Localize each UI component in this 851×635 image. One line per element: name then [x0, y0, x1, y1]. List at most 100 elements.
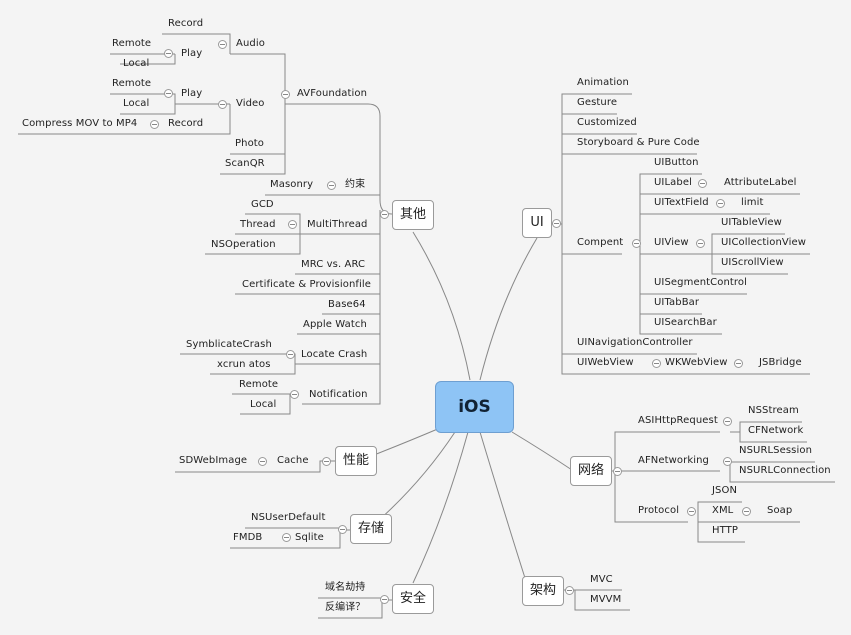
node-ui[interactable]: UI — [522, 208, 552, 238]
topic-mrc-arc[interactable]: MRC vs. ARC — [301, 259, 366, 270]
topic-certificate[interactable]: Certificate & Provisionfile — [242, 279, 372, 290]
collapse-icon[interactable] — [258, 457, 267, 466]
root-node[interactable]: iOS — [435, 381, 514, 433]
topic-cfnetwork[interactable]: CFNetwork — [748, 425, 804, 436]
collapse-icon[interactable] — [164, 89, 173, 98]
topic-play[interactable]: Play — [181, 88, 203, 99]
collapse-icon[interactable] — [687, 507, 696, 516]
topic-remote[interactable]: Remote — [239, 379, 279, 390]
topic-symbolicate-crash[interactable]: SymblicateCrash — [186, 339, 272, 350]
topic-json[interactable]: JSON — [712, 485, 738, 496]
collapse-icon[interactable] — [723, 417, 732, 426]
topic-soap[interactable]: Soap — [767, 505, 793, 516]
topic-cache[interactable]: Cache — [277, 455, 309, 466]
collapse-icon[interactable] — [218, 100, 227, 109]
topic-photo[interactable]: Photo — [235, 138, 265, 149]
collapse-icon[interactable] — [742, 507, 751, 516]
topic-limit[interactable]: limit — [741, 197, 764, 208]
collapse-icon[interactable] — [652, 359, 661, 368]
topic-jsbridge[interactable]: JSBridge — [759, 357, 802, 368]
topic-local[interactable]: Local — [123, 98, 150, 109]
topic-audio[interactable]: Audio — [236, 38, 265, 49]
topic-uisegmentcontrol[interactable]: UISegmentControl — [654, 277, 748, 288]
topic-afnetworking[interactable]: AFNetworking — [638, 455, 710, 466]
topic-uilabel[interactable]: UILabel — [654, 177, 692, 188]
node-other[interactable]: 其他 — [392, 200, 434, 230]
topic-remote[interactable]: Remote — [112, 38, 152, 49]
topic-thread[interactable]: Thread — [240, 219, 276, 230]
topic-fmdb[interactable]: FMDB — [233, 532, 263, 543]
collapse-icon[interactable] — [338, 525, 347, 534]
node-arch[interactable]: 架构 — [522, 576, 564, 606]
collapse-icon[interactable] — [696, 239, 705, 248]
topic-uiscrollview[interactable]: UIScrollView — [721, 257, 784, 268]
collapse-icon[interactable] — [281, 90, 290, 99]
topic-base64[interactable]: Base64 — [328, 299, 366, 310]
collapse-icon[interactable] — [322, 457, 331, 466]
topic-multithread[interactable]: MultiThread — [307, 219, 368, 230]
topic-nsurlsession[interactable]: NSURLSession — [739, 445, 813, 456]
topic-avfoundation[interactable]: AVFoundation — [297, 88, 368, 99]
collapse-icon[interactable] — [632, 239, 641, 248]
topic-record[interactable]: Record — [168, 18, 204, 29]
topic-remote[interactable]: Remote — [112, 78, 152, 89]
topic-uitabbar[interactable]: UITabBar — [654, 297, 700, 308]
topic-compent[interactable]: Compent — [577, 237, 624, 248]
node-security[interactable]: 安全 — [392, 584, 434, 614]
topic-uiwebview[interactable]: UIWebView — [577, 357, 634, 368]
topic-gcd[interactable]: GCD — [251, 199, 274, 210]
topic-compress[interactable]: Compress MOV to MP4 — [22, 118, 138, 129]
topic-uibutton[interactable]: UIButton — [654, 157, 699, 168]
topic-dns-hijack[interactable]: 域名劫持 — [325, 582, 366, 593]
topic-decompile[interactable]: 反编译？ — [325, 602, 366, 613]
collapse-icon[interactable] — [290, 390, 299, 399]
collapse-icon[interactable] — [698, 179, 707, 188]
topic-http[interactable]: HTTP — [712, 525, 738, 536]
topic-gesture[interactable]: Gesture — [577, 97, 618, 108]
topic-mvvm[interactable]: MVVM — [590, 594, 622, 605]
topic-local[interactable]: Local — [123, 58, 150, 69]
topic-wkwebview[interactable]: WKWebView — [665, 357, 728, 368]
topic-protocol[interactable]: Protocol — [638, 505, 680, 516]
node-storage[interactable]: 存储 — [350, 514, 392, 544]
collapse-icon[interactable] — [150, 120, 159, 129]
topic-customized[interactable]: Customized — [577, 117, 637, 128]
collapse-icon[interactable] — [218, 40, 227, 49]
topic-nsstream[interactable]: NSStream — [748, 405, 799, 416]
topic-attributelabel[interactable]: AttributeLabel — [724, 177, 797, 188]
topic-uisearchbar[interactable]: UISearchBar — [654, 317, 717, 328]
topic-local[interactable]: Local — [250, 399, 277, 410]
topic-asihttprequest[interactable]: ASIHttpRequest — [638, 415, 718, 426]
collapse-icon[interactable] — [613, 467, 622, 476]
collapse-icon[interactable] — [716, 199, 725, 208]
collapse-icon[interactable] — [552, 219, 561, 228]
topic-uinavigationcontroller[interactable]: UINavigationController — [577, 337, 693, 348]
topic-uitableview[interactable]: UITableView — [721, 217, 782, 228]
collapse-icon[interactable] — [288, 220, 297, 229]
topic-record[interactable]: Record — [168, 118, 204, 129]
topic-play[interactable]: Play — [181, 48, 203, 59]
collapse-icon[interactable] — [282, 533, 291, 542]
topic-xml[interactable]: XML — [712, 505, 734, 516]
topic-masonry[interactable]: Masonry — [270, 179, 314, 190]
collapse-icon[interactable] — [565, 586, 574, 595]
node-perf[interactable]: 性能 — [335, 446, 377, 476]
topic-notification[interactable]: Notification — [309, 389, 368, 400]
topic-scanqr[interactable]: ScanQR — [225, 158, 265, 169]
collapse-icon[interactable] — [723, 457, 732, 466]
collapse-icon[interactable] — [380, 595, 389, 604]
topic-uicollectionview[interactable]: UICollectionView — [721, 237, 807, 248]
topic-sqlite[interactable]: Sqlite — [295, 532, 324, 543]
collapse-icon[interactable] — [734, 359, 743, 368]
topic-nsuserdefault[interactable]: NSUserDefault — [251, 512, 326, 523]
topic-video[interactable]: Video — [236, 98, 265, 109]
topic-apple-watch[interactable]: Apple Watch — [303, 319, 367, 330]
topic-animation[interactable]: Animation — [577, 77, 629, 88]
collapse-icon[interactable] — [164, 49, 173, 58]
topic-nsurlconnection[interactable]: NSURLConnection — [739, 465, 831, 476]
topic-uiview[interactable]: UIView — [654, 237, 689, 248]
topic-constraint[interactable]: 约束 — [345, 179, 366, 190]
node-net[interactable]: 网络 — [570, 456, 612, 486]
collapse-icon[interactable] — [286, 350, 295, 359]
topic-xcrun-atos[interactable]: xcrun atos — [217, 359, 271, 370]
